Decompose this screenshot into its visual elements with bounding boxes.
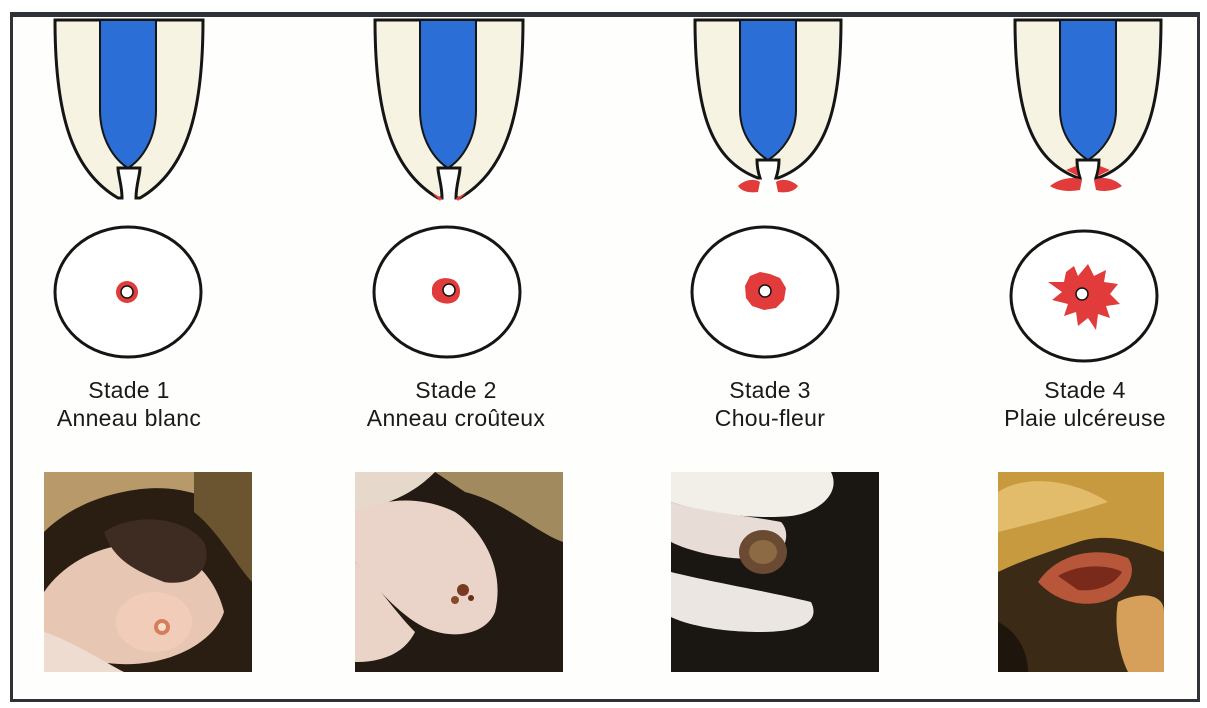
teat-section-stage-3 (695, 20, 841, 192)
stage-2-subtitle: Anneau croûteux (336, 404, 576, 432)
teat-section-stage-1 (55, 20, 203, 198)
stage-3-label: Stade 3 Chou-fleur (650, 376, 890, 432)
teat-end-view-stage-2 (374, 227, 520, 357)
stage-2-photo (355, 472, 563, 672)
stage-4-photo (998, 472, 1164, 672)
teat-end-view-stage-4 (1011, 231, 1157, 361)
stage-1-photo (44, 472, 252, 672)
teat-section-stage-2 (375, 20, 523, 201)
teat-end-view-stage-1 (55, 227, 201, 357)
teat-section-stage-4 (1015, 20, 1161, 191)
stage-3-subtitle: Chou-fleur (650, 404, 890, 432)
stage-1-title: Stade 1 (9, 376, 249, 404)
stage-4-title: Stade 4 (965, 376, 1205, 404)
stage-1-subtitle: Anneau blanc (9, 404, 249, 432)
stage-3-title: Stade 3 (650, 376, 890, 404)
stage-4-label: Stade 4 Plaie ulcéreuse (965, 376, 1205, 432)
stage-1-label: Stade 1 Anneau blanc (9, 376, 249, 432)
stage-2-title: Stade 2 (336, 376, 576, 404)
teat-end-view-stage-3 (692, 227, 838, 357)
stage-3-photo (671, 472, 879, 672)
stage-2-label: Stade 2 Anneau croûteux (336, 376, 576, 432)
stage-4-subtitle: Plaie ulcéreuse (965, 404, 1205, 432)
